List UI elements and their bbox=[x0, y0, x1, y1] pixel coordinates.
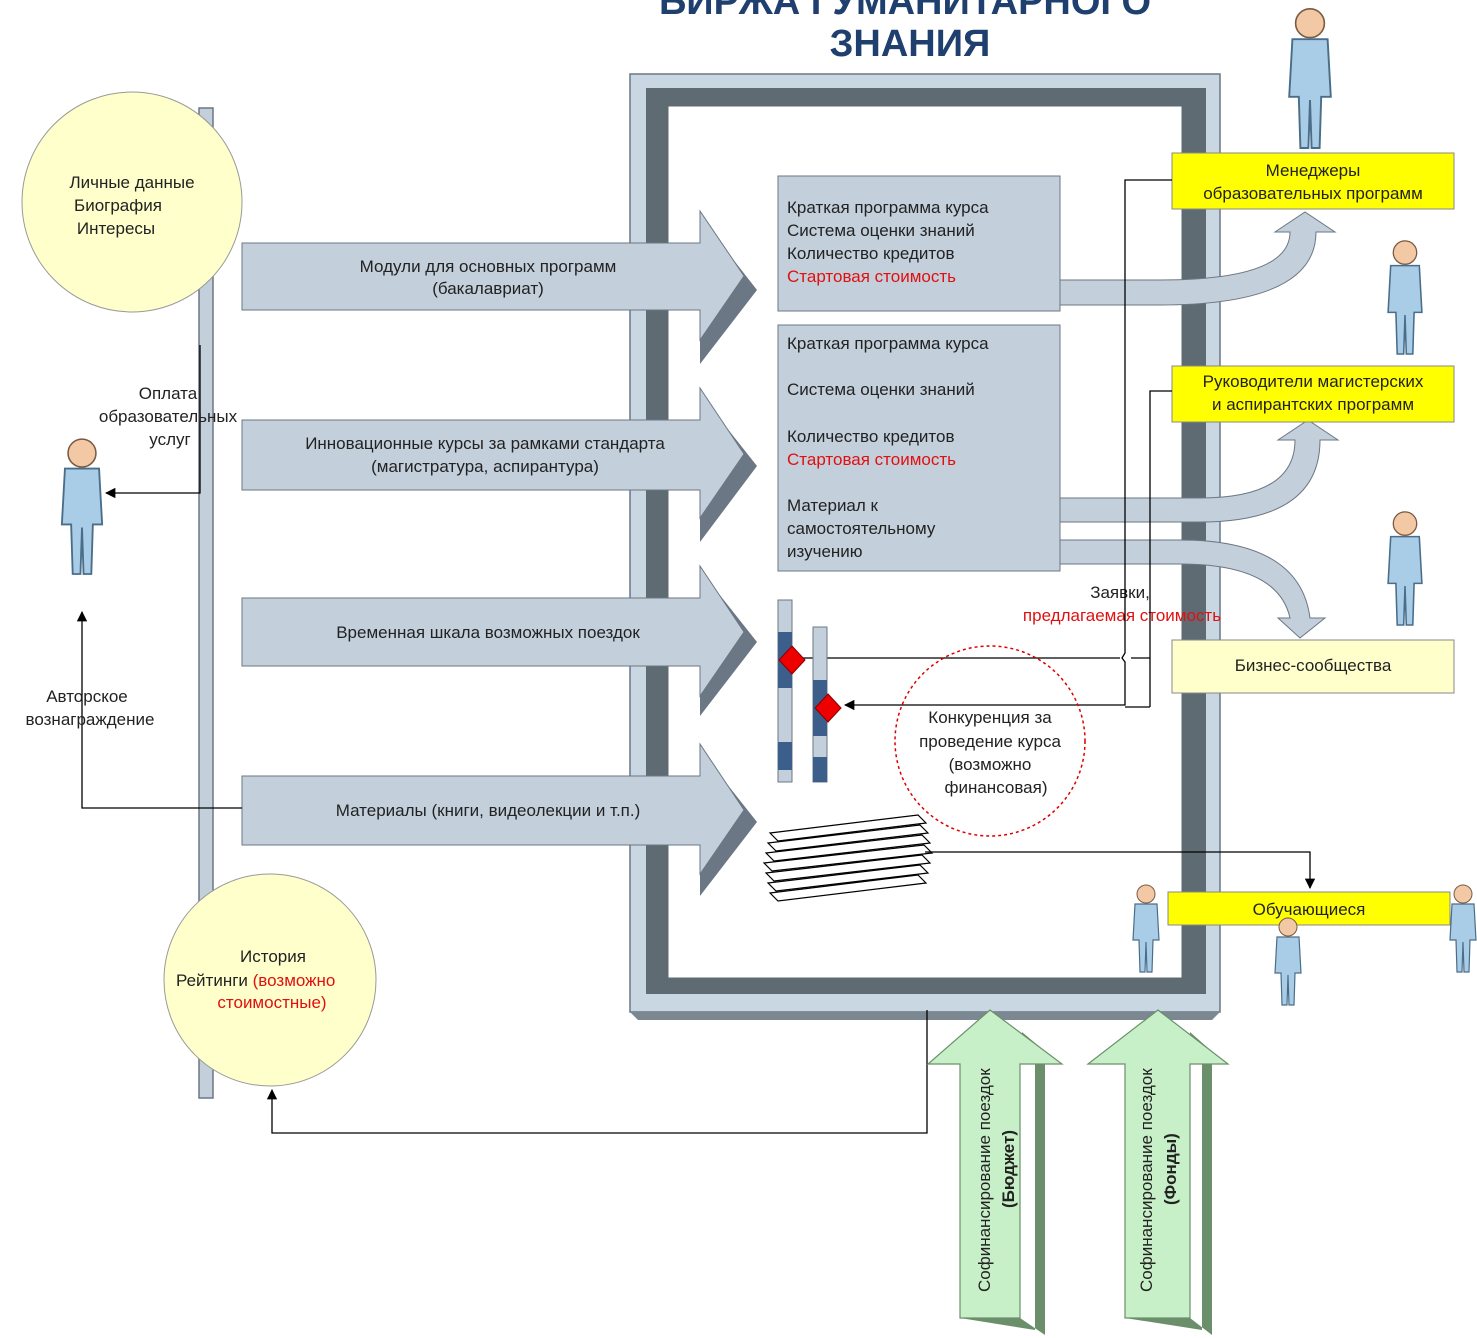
students-line1: Обучающиеся bbox=[1253, 900, 1366, 919]
directors-line2: и аспирантских программ bbox=[1212, 395, 1414, 414]
audience-managers: Менеджеры образовательных программ bbox=[1171, 152, 1455, 210]
timeline-bars bbox=[777, 599, 842, 783]
course-info-box-2: Краткая программа курса Система оценки з… bbox=[777, 324, 1061, 572]
funding-funds-line2: (Фонды) bbox=[1161, 1133, 1180, 1205]
reward-line1: Авторское bbox=[46, 687, 128, 706]
box1-line1: Краткая программа курса bbox=[787, 198, 989, 217]
personal-line-1: Личные данные bbox=[69, 173, 194, 192]
arrow-master: Инновационные курсы за рамками стандарта… bbox=[241, 386, 757, 542]
box1-line2: Система оценки знаний bbox=[787, 221, 975, 240]
personal-line-2: Биография bbox=[74, 196, 162, 215]
box2-line3: Количество кредитов bbox=[787, 427, 955, 446]
person-icon bbox=[60, 438, 104, 575]
books-stack-icon bbox=[762, 814, 934, 902]
bids-line1: Заявки, bbox=[1090, 583, 1150, 602]
arrow-timeline-line1: Временная шкала возможных поездок bbox=[336, 623, 640, 642]
funding-budget-line2: (Бюджет) bbox=[999, 1130, 1018, 1208]
personal-data-circle: Личные данные Биография Интересы bbox=[21, 91, 243, 313]
arrow-timeline: Временная шкала возможных поездок bbox=[241, 564, 757, 716]
managers-line2: образовательных программ bbox=[1203, 184, 1423, 203]
left-connectors bbox=[76, 345, 928, 1134]
curved-arrow-directors bbox=[1059, 419, 1340, 523]
course-info-box-1: Краткая программа курса Система оценки з… bbox=[777, 175, 1061, 312]
curved-arrow-managers bbox=[1059, 211, 1337, 306]
materials-to-students-line bbox=[925, 851, 1316, 890]
competition-line3: (возможно bbox=[949, 755, 1032, 774]
competition-line4: финансовая) bbox=[944, 778, 1047, 797]
curved-arrow-business bbox=[1059, 539, 1327, 639]
box2-line1: Краткая программа курса bbox=[787, 334, 989, 353]
competition-line1: Конкуренция за bbox=[928, 708, 1052, 727]
competition-line2: проведение курса bbox=[919, 732, 1061, 751]
person-icon bbox=[1387, 240, 1423, 355]
reward-label: Авторское вознаграждение bbox=[26, 687, 155, 729]
directors-line1: Руководители магистерских bbox=[1203, 372, 1424, 391]
competition-circle: Конкуренция за проведение курса (возможн… bbox=[894, 645, 1086, 837]
payment-label: Оплата образовательных услуг bbox=[99, 384, 238, 449]
box2-price: Стартовая стоимость bbox=[787, 450, 956, 469]
box1-price: Стартовая стоимость bbox=[787, 267, 956, 286]
box1-line3: Количество кредитов bbox=[787, 244, 955, 263]
person-icon bbox=[1387, 511, 1423, 626]
person-icon bbox=[1288, 7, 1332, 149]
arrow-master-line2: (магистратура, аспирантура) bbox=[371, 457, 599, 476]
bid-lines bbox=[800, 179, 1172, 711]
payment-line2: образовательных bbox=[99, 407, 238, 426]
payment-line3: услуг bbox=[149, 430, 190, 449]
arrow-materials-line1: Материалы (книги, видеолекции и т.п.) bbox=[336, 801, 641, 820]
title-line2: ЗНАНИЯ bbox=[830, 23, 991, 65]
audience-business: Бизнес-сообщества bbox=[1171, 639, 1455, 694]
arrow-bachelor-line2: (бакалавриат) bbox=[432, 279, 544, 298]
diagram-title: БИРЖА ГУМАНИТАРНОГО ЗНАНИЯ bbox=[659, 0, 1151, 65]
box2-line2: Система оценки знаний bbox=[787, 380, 975, 399]
personal-line-3: Интересы bbox=[77, 219, 155, 238]
funding-funds-line1: Софинансирование поездок bbox=[1137, 1068, 1156, 1292]
payment-line1: Оплата bbox=[139, 384, 198, 403]
reward-line2: вознаграждение bbox=[26, 710, 155, 729]
box2-tail-3: изучению bbox=[787, 542, 863, 561]
history-line-3: стоимостные) bbox=[217, 993, 326, 1012]
title-line1: БИРЖА ГУМАНИТАРНОГО bbox=[659, 0, 1151, 23]
history-circle: История Рейтинги (возможно стоимостные) bbox=[163, 873, 377, 1087]
history-line-2: Рейтинги (возможно bbox=[176, 971, 335, 990]
history-line-1: История bbox=[240, 947, 306, 966]
arrow-bachelor-line1: Модули для основных программ bbox=[360, 257, 617, 276]
business-line1: Бизнес-сообщества bbox=[1235, 656, 1392, 675]
arrow-master-line1: Инновационные курсы за рамками стандарта bbox=[305, 434, 665, 453]
person-icon bbox=[1274, 917, 1302, 1006]
arrow-bachelor: Модули для основных программ (бакалавриа… bbox=[241, 209, 757, 364]
arrow-materials: Материалы (книги, видеолекции и т.п.) bbox=[241, 742, 757, 896]
box2-tail-2: самостоятельному bbox=[787, 519, 936, 538]
person-icon bbox=[1449, 884, 1477, 973]
bids-line2: предлагаемая стоимость bbox=[1023, 606, 1221, 625]
bids-label: Заявки, предлагаемая стоимость bbox=[1023, 583, 1221, 625]
box2-tail-1: Материал к bbox=[787, 496, 879, 515]
funding-arrow-budget: Софинансирование поездок (Бюджет) bbox=[926, 1009, 1064, 1335]
funding-budget-line1: Софинансирование поездок bbox=[975, 1068, 994, 1292]
audience-students: Обучающиеся bbox=[1167, 891, 1451, 926]
funding-arrow-funds: Софинансирование поездок (Фонды) bbox=[1086, 1009, 1230, 1335]
managers-line1: Менеджеры bbox=[1266, 161, 1361, 180]
left-timeline-bar bbox=[198, 107, 214, 1099]
audience-directors: Руководители магистерских и аспирантских… bbox=[1171, 365, 1455, 423]
